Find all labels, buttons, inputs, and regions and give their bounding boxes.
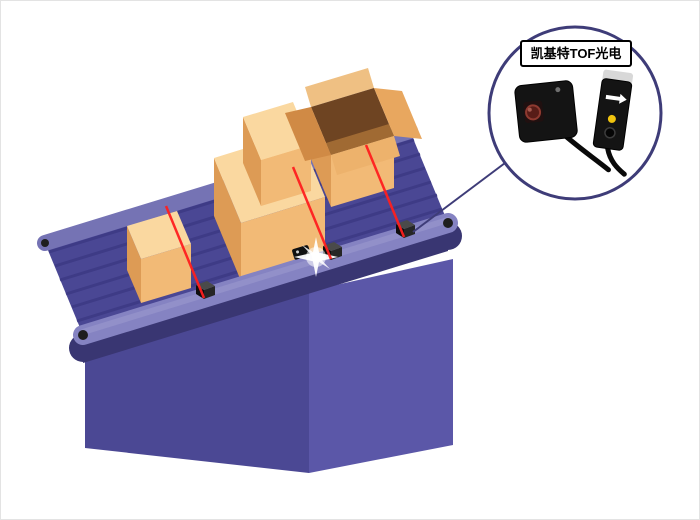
tof-sensors (196, 220, 415, 299)
stand-right-face (309, 259, 453, 473)
detection-flash (294, 237, 338, 277)
sensor-cable (562, 132, 611, 173)
callout-leader-line (412, 162, 506, 233)
conveyor-stand (85, 259, 453, 473)
stand-left-face (85, 291, 309, 473)
carton-face-right (141, 244, 191, 303)
front-rail-pulley-left (78, 330, 88, 340)
carton-flap-front (331, 136, 400, 175)
laser-beam-middle (291, 166, 333, 260)
front-rail (73, 213, 458, 345)
back-rail-pulley-left (41, 239, 49, 247)
red-lens-icon (525, 104, 542, 121)
carton-face-left (214, 158, 241, 281)
carton-inner-wall (326, 124, 394, 155)
carton-small (127, 211, 191, 303)
product-photo-right-sensor (592, 69, 634, 177)
sensor-body (514, 80, 578, 143)
callout-label-text: 凯基特TOF光电 (531, 46, 622, 61)
adjust-button (604, 127, 616, 139)
indicator-led (555, 87, 561, 93)
sensor-face-side (204, 286, 215, 299)
sensor-face-side (404, 225, 415, 238)
flash-core (312, 253, 320, 261)
front-rail-pulley-right (443, 218, 453, 228)
yellow-indicator (607, 114, 616, 123)
carton-flap-back (305, 68, 374, 107)
carton-open (285, 68, 422, 207)
belt-sensor-lens (296, 250, 300, 254)
carton-face-left (243, 117, 261, 206)
sensor-cable (605, 146, 627, 177)
laser-beam-left (164, 205, 206, 299)
arrow-icon (605, 93, 627, 104)
cartons (127, 68, 422, 303)
laser-beams (164, 144, 406, 299)
lens-glint (527, 107, 532, 112)
product-photo-left-sensor (514, 80, 611, 173)
carton-face-left (127, 226, 141, 303)
carton-flap-left (285, 107, 331, 161)
carton-face-top (127, 211, 191, 259)
callout: 凯基特TOF光电 (412, 25, 663, 233)
callout-label-box (520, 40, 632, 67)
carton-flap-right (374, 88, 422, 139)
carton-face-right (261, 145, 311, 206)
front-rail-highlight (80, 217, 451, 335)
laser-beam-right (364, 144, 406, 238)
